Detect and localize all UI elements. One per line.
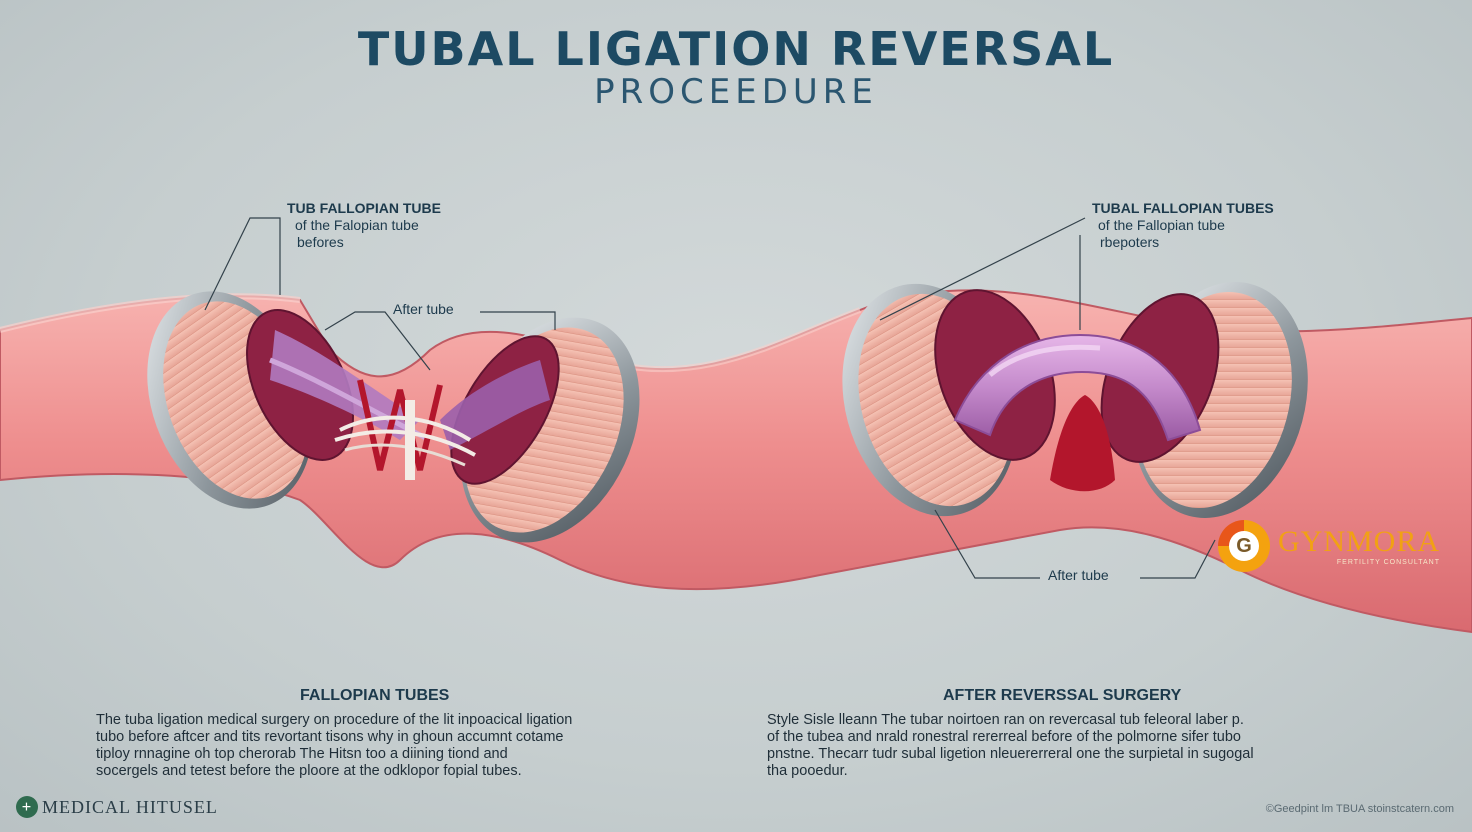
section-right-line: pnstne. Thecarr tudr subal ligetion nleu… [767,746,1254,762]
brand-logo: G GYNMORA FERTILITY CONSULTANT [1218,520,1440,572]
label-left-top-line2: of the Falopian tube [295,217,419,233]
section-right-line: Style Sisle lleann The tubar noirtoen ra… [767,712,1244,728]
brand-name: GYNMORA [1278,524,1441,558]
section-left-line: socergels and tetest before the ploore a… [96,763,522,779]
section-right-title: AFTER REVERSSAL SURGERY [943,687,1182,704]
tube-body [0,289,1472,634]
label-right-top-heading: TUBAL FALLOPIAN TUBES [1092,200,1274,216]
brand-tagline: FERTILITY CONSULTANT [1336,558,1441,566]
brand-g-icon: G [1218,520,1270,572]
page-title: TUBAL LIGATION REVERSAL [357,22,1115,76]
label-left-top-heading: TUB FALLOPIAN TUBE [287,200,441,216]
section-right-line: tha pooedur. [767,763,848,779]
tissue-center [1050,395,1115,492]
medical-cross-icon: + [16,796,38,818]
footer-logo: + MEDICAL HITUSEL [16,796,218,818]
ligation-knot [334,379,476,480]
section-left-line: tiploy rnnagine oh top cherorab The Hits… [96,746,508,762]
label-right-top-line2: of the Fallopian tube [1098,217,1225,233]
section-left-text: The tuba ligation medical surgery on pro… [96,712,716,780]
footer-left-text: MEDICAL HITUSEL [42,796,218,817]
label-right-top-line3: rbepoters [1100,234,1160,250]
section-right-text: Style Sisle lleann The tubar noirtoen ra… [767,712,1407,780]
label-left-top: TUB FALLOPIAN TUBE of the Falopian tube … [287,200,441,251]
page-subtitle: PROCEEDURE [594,72,878,112]
section-left-line: tubo before aftcer and tits revortant ti… [96,729,564,745]
section-right-line: of the tubea and nrald ronestral rererre… [767,729,1241,745]
label-right-top: TUBAL FALLOPIAN TUBES of the Fallopian t… [1092,200,1274,251]
section-left-title: FALLOPIAN TUBES [300,687,450,704]
label-left-top-line3: befores [297,234,344,250]
footer-copyright: ©Geedpint lm TBUA stoinstcatern.com [1265,803,1454,815]
section-left-line: The tuba ligation medical surgery on pro… [96,712,573,728]
label-right-after-tube: After tube [1048,567,1109,583]
label-left-after-tube: After tube [393,301,454,317]
